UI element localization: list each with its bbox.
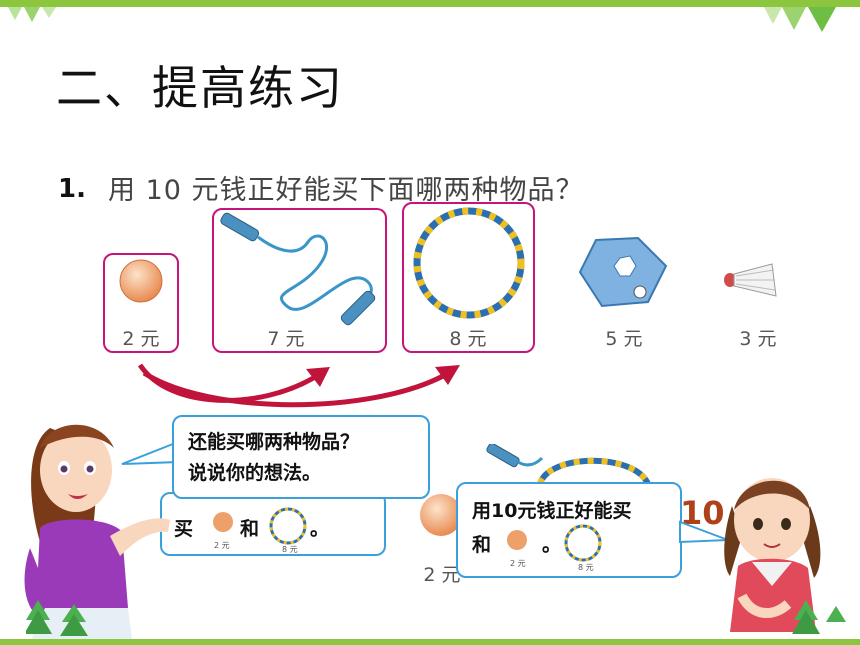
arrows-icon <box>137 363 460 408</box>
question-text: 用 10 元钱正好能买下面哪两种物品？ <box>108 175 584 206</box>
ball-frame[interactable] <box>103 253 179 353</box>
teacher-character-icon <box>24 424 170 640</box>
hexagon-shuttlecock-icon <box>578 236 668 308</box>
girl-bubble-tail <box>679 520 729 544</box>
back-ball-icon <box>420 494 462 536</box>
teacher-bubble-line2: 说说你的想法。 <box>188 462 322 484</box>
back-speech-bubble <box>160 492 386 556</box>
girl-bubble-line1: 用10元钱正好能买 <box>472 500 632 522</box>
top-bar <box>0 0 860 7</box>
price-ball: 2 元 <box>122 328 160 350</box>
back-bubble-and: 和 <box>240 518 260 540</box>
hula-hoop-frame[interactable] <box>402 202 535 353</box>
teacher-bubble-line1: 还能买哪两种物品？ <box>188 431 360 453</box>
girl-bubble-p2: 8 元 <box>578 563 594 572</box>
back-bubble-end: 。 <box>310 518 330 540</box>
back-bubble-p1: 2 元 <box>214 541 230 550</box>
girl-bubble-hoop-icon <box>564 524 602 562</box>
price-hexagon: 5 元 <box>605 328 643 350</box>
top-decoration-right <box>764 7 836 32</box>
question-number: 1. <box>58 174 86 204</box>
girl-bubble-ball-icon <box>507 530 527 550</box>
ball-icon <box>119 259 163 303</box>
girl-character-icon <box>724 478 821 632</box>
girl-speech-bubble <box>456 482 682 578</box>
top-decoration-left <box>8 7 56 22</box>
back-rope-icon <box>486 444 544 468</box>
back-bubble-p2: 8 元 <box>282 545 298 554</box>
teacher-speech-bubble <box>172 415 430 499</box>
page-title: 二、提高练习 <box>56 61 344 115</box>
girl-bubble-and: 和 <box>472 534 492 556</box>
shuttlecock-icon <box>724 263 777 297</box>
girl-bubble-end: 。 <box>542 534 562 556</box>
price-hula-hoop: 8 元 <box>449 328 487 350</box>
back-price: 2 元 <box>423 564 461 586</box>
price-shuttlecock: 3 元 <box>739 328 777 350</box>
hula-hoop-icon <box>413 207 525 319</box>
bottom-bar <box>0 639 860 645</box>
tree-left-icon <box>26 600 88 636</box>
jump-rope-icon <box>220 212 376 326</box>
jump-rope-frame[interactable] <box>212 208 387 353</box>
girl-bubble-p1: 2 元 <box>510 559 526 568</box>
back-bubble-buy: 买 <box>174 518 194 540</box>
back-bubble-hoop-icon <box>269 507 307 545</box>
price-jump-rope: 7 元 <box>267 328 305 350</box>
teacher-bubble-tail <box>121 440 179 465</box>
tree-right-icon <box>792 600 846 634</box>
back-hoop-icon <box>537 457 651 486</box>
back-bubble-ball-icon <box>213 512 233 532</box>
